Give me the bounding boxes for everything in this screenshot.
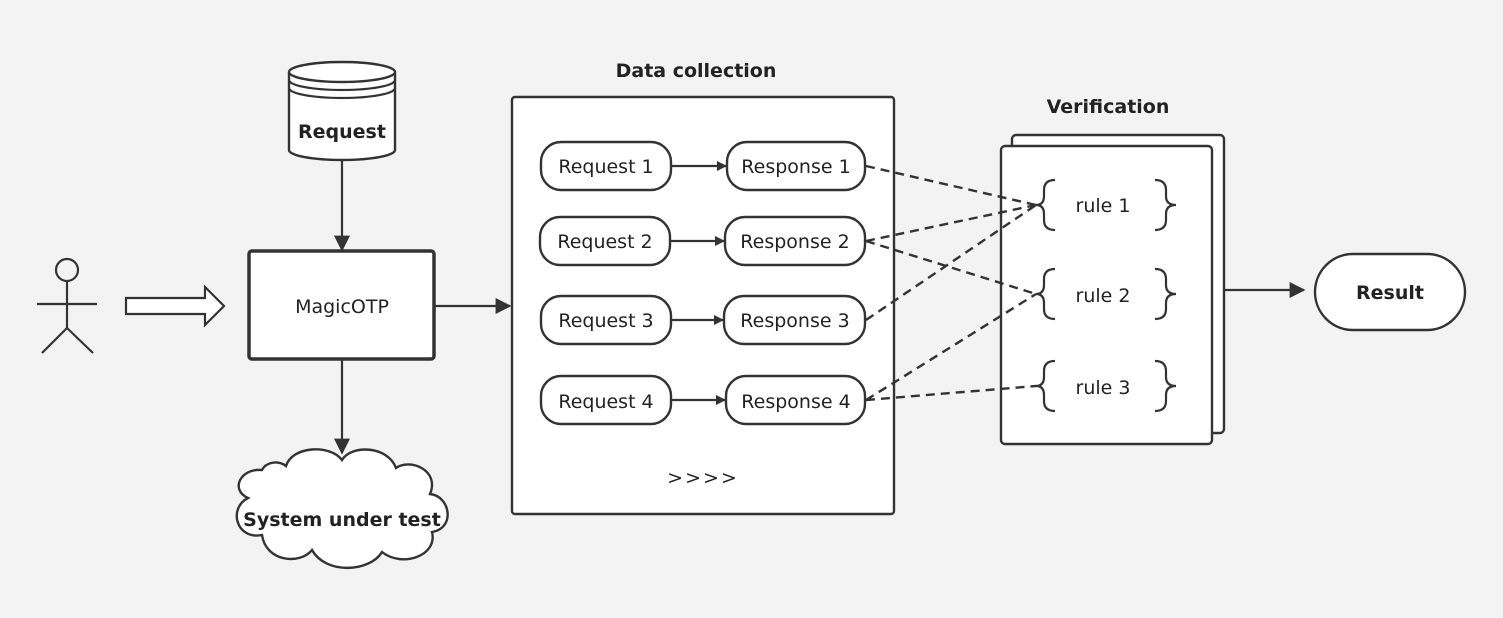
rule-label: rule 2 bbox=[1076, 285, 1131, 307]
system-under-test-cloud: System under test bbox=[235, 448, 449, 570]
rule-node: rule 1 bbox=[1035, 178, 1177, 232]
data-collection-title: Data collection bbox=[616, 60, 777, 82]
request-node: Request 1 bbox=[539, 140, 673, 192]
response-node: Response 3 bbox=[722, 294, 867, 346]
actor-icon bbox=[37, 257, 97, 354]
response-node: Response 2 bbox=[723, 215, 867, 267]
request-database-label: Request bbox=[298, 121, 386, 143]
response-label: Response 3 bbox=[740, 310, 849, 332]
rule-node: rule 3 bbox=[1035, 359, 1177, 413]
response-node: Response 4 bbox=[724, 374, 867, 426]
request-database: Request bbox=[287, 60, 397, 162]
response-label: Response 1 bbox=[741, 156, 850, 178]
system-under-test-label: System under test bbox=[243, 509, 441, 531]
request-label: Request 4 bbox=[558, 391, 653, 413]
request-label: Request 3 bbox=[558, 310, 653, 332]
request-node: Request 3 bbox=[539, 294, 673, 346]
more-indicator: >>>> bbox=[667, 467, 739, 489]
verification-stack bbox=[999, 133, 1226, 446]
result-label: Result bbox=[1356, 282, 1424, 304]
response-label: Response 4 bbox=[741, 391, 850, 413]
rule-label: rule 1 bbox=[1076, 195, 1131, 217]
request-label: Request 2 bbox=[557, 231, 652, 253]
magicotp-box: MagicOTP bbox=[247, 249, 436, 361]
request-node: Request 4 bbox=[539, 374, 673, 426]
response-label: Response 2 bbox=[740, 231, 849, 253]
request-label: Request 1 bbox=[558, 156, 653, 178]
verification-title: Verification bbox=[1047, 96, 1170, 118]
response-node: Response 1 bbox=[725, 140, 867, 192]
hollow-arrow-icon bbox=[124, 284, 226, 328]
magicotp-label: MagicOTP bbox=[295, 296, 389, 318]
rule-label: rule 3 bbox=[1076, 377, 1131, 399]
request-node: Request 2 bbox=[538, 215, 672, 267]
result-node: Result bbox=[1313, 252, 1467, 332]
rule-connections bbox=[865, 164, 1037, 402]
